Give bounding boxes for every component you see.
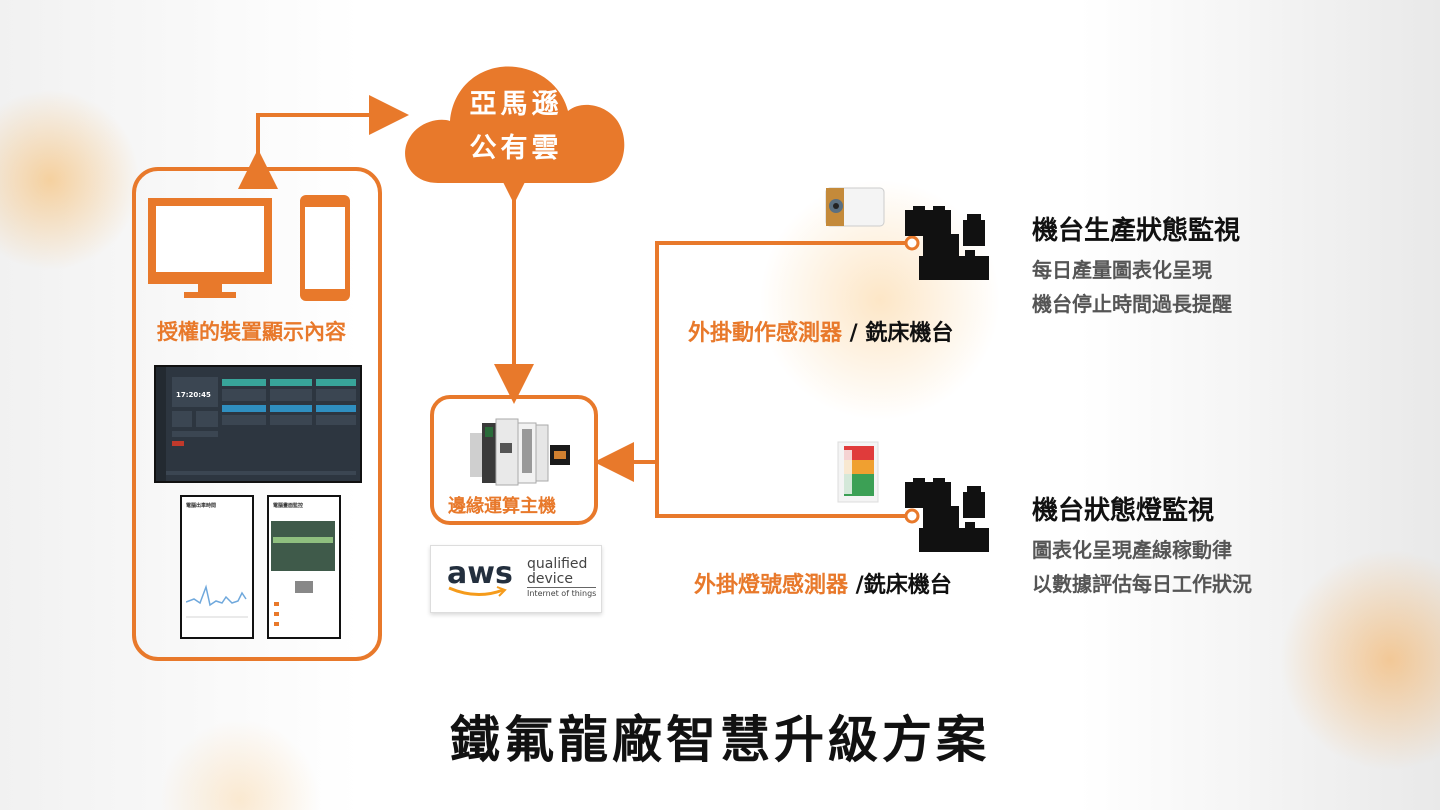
- devices-panel: [132, 167, 382, 661]
- bottom-detail-2: 以數據評估每日工作狀況: [1032, 572, 1252, 596]
- aws-badge: aws qualified device Internet of things: [430, 545, 602, 613]
- bottom-sensor-link: [655, 462, 912, 518]
- top-detail-2: 機台停止時間過長提醒: [1032, 292, 1232, 316]
- edge-panel: [430, 395, 598, 525]
- aws-word: aws: [447, 556, 513, 591]
- dashboard-time: 17:20:45: [176, 391, 211, 399]
- aws-line1: qualified: [527, 556, 588, 572]
- bottom-heading: 機台狀態燈監視: [1032, 496, 1215, 526]
- aws-smile-icon: [448, 586, 507, 597]
- aws-line2: device: [527, 571, 573, 587]
- top-sensor-label: 外掛動作感測器: [688, 321, 843, 346]
- edge-label: 邊緣運算主機: [448, 496, 556, 517]
- phone-line-chart: [186, 584, 248, 618]
- phone-icon: [300, 195, 350, 301]
- phone2-title: 電腦畫面監控: [273, 503, 304, 509]
- cloud-icon: [405, 66, 625, 183]
- bottom-machine-label: /銑床機台: [848, 573, 952, 598]
- dashboard-screen: 17:20:45: [154, 365, 362, 483]
- monitor-icon: [148, 198, 272, 298]
- bottom-detail-1: 圖表化呈現產線稼動律: [1032, 538, 1232, 562]
- aws-line3: Internet of things: [527, 587, 597, 598]
- page-title: 鐵氟龍廠智慧升級方案: [450, 711, 990, 769]
- top-machine-label: / 銑床機台: [842, 321, 954, 346]
- bottom-sensor-label: 外掛燈號感測器: [694, 573, 849, 598]
- phone1-title: 電腦出車時間: [186, 503, 217, 509]
- phone-screen-monitor: 電腦畫面監控: [267, 495, 341, 639]
- top-detail-1: 每日產量圖表化呈現: [1032, 258, 1212, 282]
- phone-screen-chart: 電腦出車時間: [180, 495, 254, 639]
- cloud-label-line2: 公有雲: [469, 133, 563, 164]
- motion-sensor-icon: [825, 187, 885, 227]
- devices-cloud-link: [238, 95, 409, 189]
- devices-label: 授權的裝置顯示內容: [157, 320, 346, 344]
- cnc-machine-icon-2: [905, 478, 989, 552]
- edge-device-icon: [470, 418, 570, 486]
- top-heading: 機台生產狀態監視: [1032, 216, 1241, 246]
- cloud-label-line1: 亞馬遜: [469, 89, 563, 120]
- top-sensor-link: [655, 241, 912, 462]
- cnc-machine-icon: [905, 206, 989, 280]
- signal-light-icon: [837, 441, 879, 503]
